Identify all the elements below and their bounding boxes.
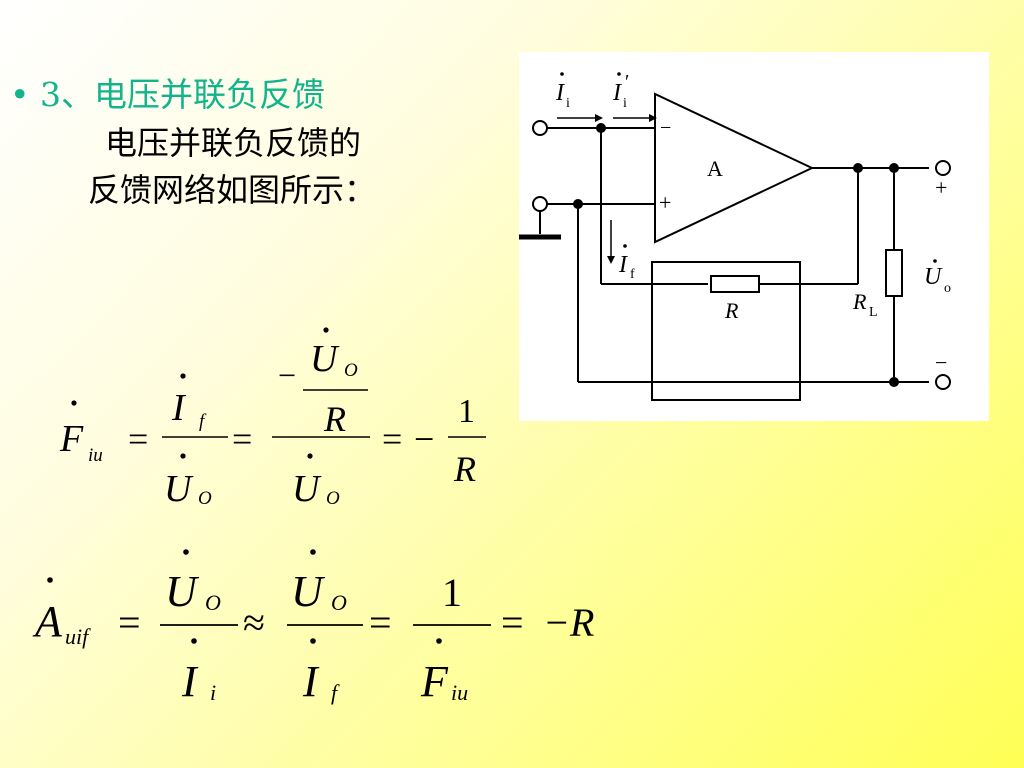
description-line-2: 反馈网络如图所示： — [88, 171, 377, 209]
closed-loop-gain-formula: A uif = U O I i ≈ U O I f = 1 F iu = −R — [32, 549, 594, 706]
f1-frac2-den-sub: O — [326, 488, 340, 509]
feedback-current-label: I — [618, 252, 628, 278]
noninverting-sign: + — [659, 190, 671, 215]
output-terminal-minus — [935, 374, 951, 390]
f2-frac1-den-sub: i — [210, 680, 216, 705]
f2-frac3-den-sub: iu — [451, 680, 468, 705]
f1-eq-2: = — [232, 419, 252, 459]
f1-frac1-num-sub: f — [199, 411, 207, 432]
inverting-sign: − — [660, 117, 671, 139]
f2-frac3-den: F — [420, 657, 449, 706]
f2-lhs-sub: uif — [65, 624, 91, 649]
f1-lhs-sub: iu — [88, 445, 103, 466]
f2-frac2-den: I — [302, 657, 320, 706]
f2-eq-1: = — [118, 600, 141, 645]
f1-inner-den: R — [323, 399, 346, 439]
f1-minus: − — [414, 419, 434, 459]
section-heading: • 3、电压并联负反馈 — [10, 68, 325, 116]
amp-input-current-label: I — [612, 80, 622, 106]
f2-frac2-num-sub: O — [331, 590, 347, 615]
load-resistor-label: R — [852, 289, 867, 314]
f2-frac3-num: 1 — [442, 570, 462, 615]
amp-input-current-sub: i — [623, 96, 627, 111]
output-plus-sign: + — [935, 175, 947, 200]
resistor-label: R — [724, 298, 739, 323]
f2-frac2-den-sub: f — [331, 680, 340, 705]
f1-eq-1: = — [128, 419, 148, 459]
f2-frac2-num: U — [291, 567, 326, 616]
f1-inner-minus: − — [278, 357, 296, 393]
junction-dot — [853, 163, 863, 173]
f1-inner-num-sub: O — [344, 360, 358, 381]
feedback-coefficient-formula: F iu = I f U O = − U O R U O = − 1 R — [59, 327, 486, 510]
f1-lhs: F — [59, 418, 84, 460]
f2-frac1-num: U — [165, 567, 200, 616]
f1-frac1-den: U — [164, 468, 194, 510]
f1-frac3-num: 1 — [458, 393, 475, 430]
input-terminal — [532, 120, 548, 136]
section-title: 3、电压并联负反馈 — [40, 75, 325, 114]
output-minus-sign: − — [935, 350, 947, 375]
prime-mark: ′ — [625, 71, 629, 93]
f1-frac2-den: U — [292, 468, 322, 510]
f1-frac3-den: R — [453, 449, 476, 489]
junction-dot — [889, 377, 899, 387]
f2-eq-3: = — [501, 600, 524, 645]
f1-frac1-num: I — [171, 387, 187, 429]
bullet-icon: • — [10, 75, 30, 114]
circuit-diagram: I i I i ′ I f − + A R R L U o + − — [519, 52, 989, 421]
feedback-resistor — [710, 275, 760, 293]
f1-inner-num: U — [310, 338, 340, 380]
junction-dot — [889, 163, 899, 173]
f1-eq-3: = — [382, 419, 402, 459]
junction-dot — [596, 123, 606, 133]
input-current-label: I — [555, 80, 565, 106]
f1-frac1-den-sub: O — [198, 488, 212, 509]
ground-terminal — [532, 196, 548, 212]
output-terminal-plus — [935, 160, 951, 176]
feedback-network-box — [651, 261, 801, 401]
f2-frac1-num-sub: O — [205, 590, 221, 615]
f2-frac1-den: I — [181, 657, 199, 706]
f2-lhs: A — [32, 597, 63, 646]
output-voltage-label: U — [924, 264, 943, 290]
feedback-current-sub: f — [630, 267, 635, 282]
output-voltage-sub: o — [944, 281, 951, 296]
junction-dot — [573, 199, 583, 209]
op-amp-triangle — [654, 92, 815, 244]
load-resistor-sub: L — [869, 305, 878, 320]
input-current-sub: i — [566, 96, 570, 111]
f2-result: −R — [543, 600, 594, 645]
f2-eq-2: = — [369, 600, 392, 645]
description-line-1: 电压并联负反馈的 — [105, 124, 362, 162]
amp-label: A — [707, 156, 723, 181]
load-resistor — [885, 249, 903, 297]
f2-approx: ≈ — [243, 600, 265, 645]
